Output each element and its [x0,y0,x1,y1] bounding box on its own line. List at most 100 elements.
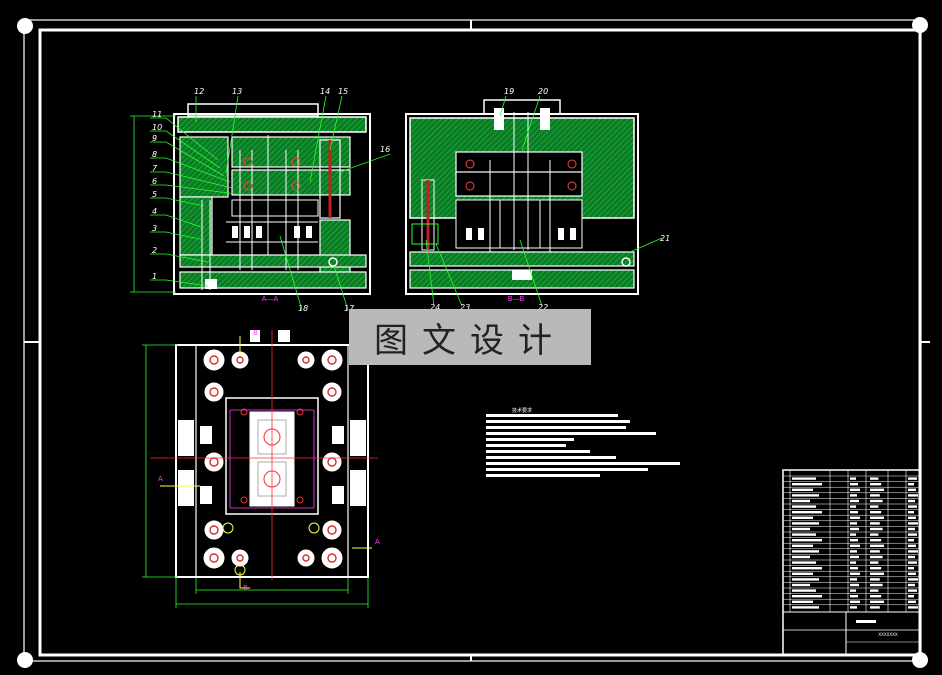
parts-list-cell [870,555,883,559]
drawing-frame [23,19,930,662]
parts-list-cell [908,516,916,519]
part-number: 24 [430,303,440,312]
parts-list-cell [850,477,856,480]
parts-list-cell [792,527,810,531]
parts-list-cell [792,555,810,559]
parts-list-cell [870,550,880,553]
parts-list-cell [870,539,882,542]
parts-list-cell [792,533,816,536]
parts-list-cell [870,522,880,525]
parts-list-cell [908,533,917,536]
parts-list-cell [908,555,915,559]
part-number-labels-top: 12 13 14 15 16 18 17 [194,87,390,313]
parts-list-cell [792,494,819,497]
parts-list-cell [870,477,879,480]
parts-list-cell [870,578,880,581]
part-number: 8 [152,150,157,159]
section-mark-b: B [253,329,258,337]
parts-list-cell [908,505,917,508]
part-number-labels-right: 19 20 21 24 23 22 [430,87,670,312]
parts-list-cell [792,600,813,603]
parts-list-cell [870,606,880,609]
parts-list-cell [792,505,816,508]
part-number: 11 [152,110,162,119]
parts-list-cell [850,583,859,587]
parts-list-cell [792,483,822,486]
parts-list-cell [850,483,858,486]
parts-list-cell [908,539,914,542]
parts-list-cell [908,600,916,603]
parts-list-cell [870,505,879,508]
part-number: 5 [152,190,157,199]
parts-list-cell [850,600,860,603]
parts-list-cell [908,572,916,575]
parts-list-cell [908,477,917,480]
parts-list-cell [870,488,884,491]
part-number: 1 [152,272,157,281]
parts-list-cell [850,578,857,581]
parts-list-cell [850,539,858,542]
part-number-labels-left: 11 10 9 8 7 6 5 4 3 2 1 [152,110,162,281]
part-number: 16 [380,145,390,154]
parts-list-cell [870,516,884,519]
parts-list-cell [870,527,883,531]
parts-list-cell [850,544,860,547]
parts-list-cell [850,511,858,514]
parts-list-cell [850,550,857,553]
part-number: 21 [660,234,670,243]
parts-list-cell [870,589,879,592]
part-callouts-right [425,95,663,307]
parts-list-cell [908,494,918,497]
section-mark-b: B [243,584,248,592]
part-number: 17 [344,304,355,313]
parts-list-cell [908,583,915,587]
parts-list-cell [792,522,819,525]
parts-list-cell [870,511,882,514]
parts-list-cell [850,516,860,519]
parts-list-cell [908,527,915,531]
parts-list-cell [792,589,816,592]
parts-list-cell [870,572,884,575]
part-number: 23 [460,303,470,312]
parts-list-cell [870,600,884,603]
parts-list-cell [792,539,822,542]
parts-list-cell [792,578,819,581]
parts-list-cell [870,583,883,587]
parts-list-cell [850,533,856,536]
parts-list-cell [792,572,813,575]
parts-list-cell [792,567,822,570]
parts-list-cell [908,550,918,553]
parts-list-cell [850,522,857,525]
parts-list-cell [908,511,914,514]
parts-list-cell [792,561,816,564]
parts-list-cell [850,494,857,497]
plan-view: A A B B [142,329,380,608]
part-number: 20 [538,87,548,96]
part-number: 4 [152,207,157,216]
parts-list-cell [792,544,813,547]
parts-list-cell [792,499,810,503]
title-block: XXXXXXX [782,469,921,656]
parts-list-cell [870,483,882,486]
part-number: 18 [298,304,308,313]
corner-marks [17,17,928,668]
parts-list-cell [850,499,859,503]
parts-list-cell [850,567,858,570]
parts-list-cell [870,544,884,547]
part-number: 2 [152,246,157,255]
parts-list-cell [850,606,857,609]
part-number: 13 [232,87,242,96]
section-label-b-b: B—B [508,295,525,303]
parts-list-cell [792,516,813,519]
parts-list-cell [792,477,816,480]
parts-list-cell [792,583,810,587]
drawing-number: XXXXXXX [878,632,897,637]
parts-list-cell [850,488,860,491]
parts-list-cell [870,561,879,564]
parts-list-cell [908,499,915,503]
parts-list-cell [908,595,914,598]
parts-list-cell [908,544,916,547]
watermark-banner: 图文设计 [349,309,591,365]
parts-list-cell [908,561,917,564]
parts-list-cell [792,606,819,609]
